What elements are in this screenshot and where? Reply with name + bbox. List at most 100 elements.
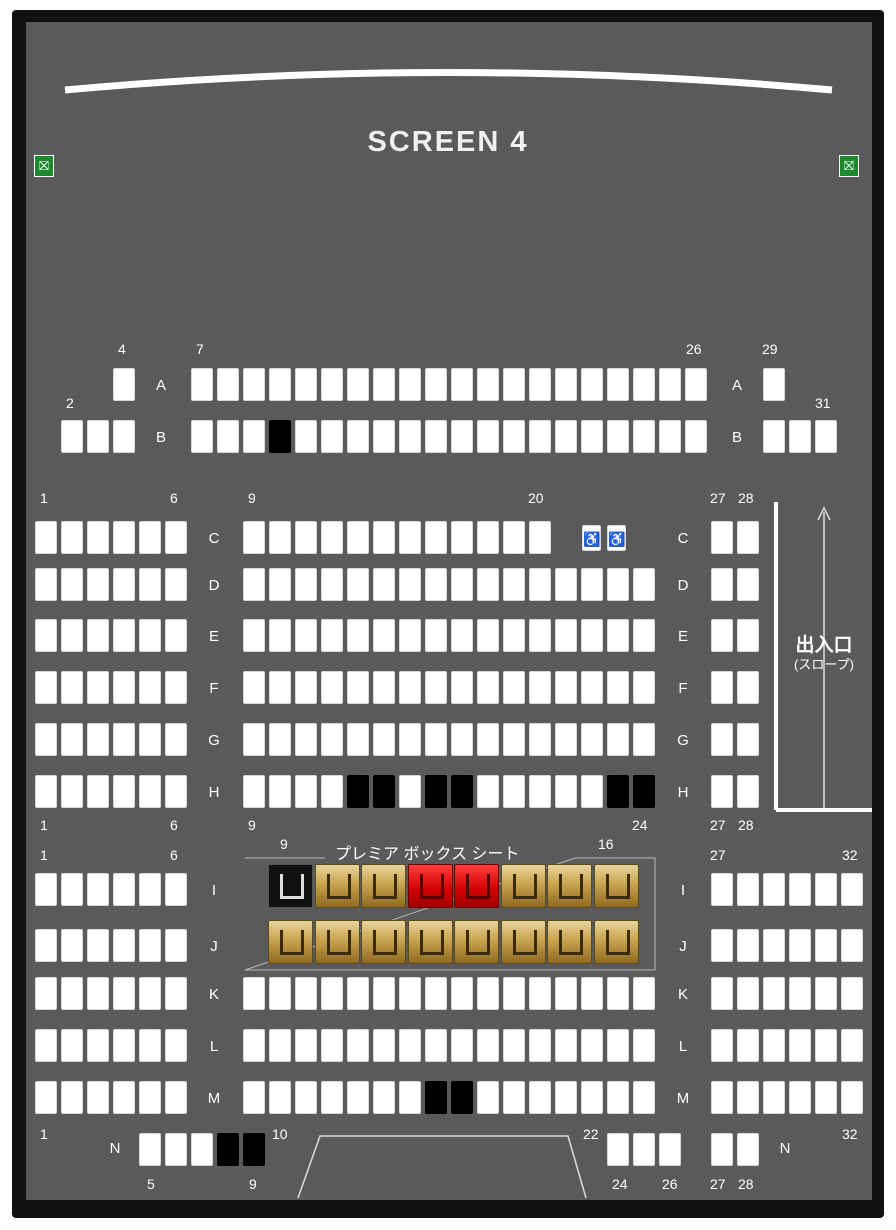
premium-seat-I-8[interactable] <box>593 864 639 908</box>
seat-L-center-12[interactable] <box>529 1029 551 1062</box>
seat-J-left-6[interactable] <box>165 929 187 962</box>
seat-N-left-1[interactable] <box>139 1133 161 1166</box>
seat-J-left-1[interactable] <box>35 929 57 962</box>
seat-E-left-3[interactable] <box>87 619 109 652</box>
seat-M-left-6[interactable] <box>165 1081 187 1114</box>
seat-D-center-5[interactable] <box>347 568 369 601</box>
seat-D-left-3[interactable] <box>87 568 109 601</box>
seat-F-left-4[interactable] <box>113 671 135 704</box>
seat-B-center-1[interactable] <box>191 420 213 453</box>
seat-E-center-5[interactable] <box>347 619 369 652</box>
seat-M-center-3[interactable] <box>295 1081 317 1114</box>
seat-I-right-6[interactable] <box>841 873 863 906</box>
seat-K-center-11[interactable] <box>503 977 525 1010</box>
premium-seat-I-7[interactable] <box>547 864 592 908</box>
wheelchair-icon[interactable]: ♿ <box>582 525 601 551</box>
seat-K-left-4[interactable] <box>113 977 135 1010</box>
seat-A-center-1[interactable] <box>191 368 213 401</box>
premium-seat-J-1[interactable] <box>268 920 313 964</box>
premium-seat-J-3[interactable] <box>361 920 406 964</box>
seat-C-left-1[interactable] <box>35 521 57 554</box>
seat-F-center-8[interactable] <box>425 671 447 704</box>
seat-J-left-3[interactable] <box>87 929 109 962</box>
seat-I-left-2[interactable] <box>61 873 83 906</box>
seat-B-center-3[interactable] <box>243 420 265 453</box>
seat-A-center-15[interactable] <box>555 368 577 401</box>
seat-A-center-6[interactable] <box>321 368 343 401</box>
seat-H-center-11[interactable] <box>503 775 525 808</box>
seat-M-center-4[interactable] <box>321 1081 343 1114</box>
premium-seat-I-6[interactable] <box>500 864 546 908</box>
seat-K-center-12[interactable] <box>529 977 551 1010</box>
seat-M-left-2[interactable] <box>61 1081 83 1114</box>
seat-B-center-7[interactable] <box>347 420 369 453</box>
seat-F-center-16[interactable] <box>633 671 655 704</box>
seat-M-center-16[interactable] <box>633 1081 655 1114</box>
seat-D-center-7[interactable] <box>399 568 421 601</box>
seat-M-right-4[interactable] <box>789 1081 811 1114</box>
seat-J-right-1[interactable] <box>711 929 733 962</box>
seat-K-center-5[interactable] <box>347 977 369 1010</box>
seat-M-center-2[interactable] <box>269 1081 291 1114</box>
seat-K-left-3[interactable] <box>87 977 109 1010</box>
seat-A-right-1[interactable] <box>763 368 785 401</box>
seat-C-center-5[interactable] <box>347 521 369 554</box>
premium-seat-J-4[interactable] <box>407 920 453 964</box>
seat-F-center-12[interactable] <box>529 671 551 704</box>
seat-K-center-1[interactable] <box>243 977 265 1010</box>
seat-B-center-15[interactable] <box>555 420 577 453</box>
seat-F-left-5[interactable] <box>139 671 161 704</box>
seat-B-center-17[interactable] <box>607 420 629 453</box>
premium-seat-I-3[interactable] <box>361 864 406 908</box>
seat-H-left-5[interactable] <box>139 775 161 808</box>
seat-C-center-10[interactable] <box>477 521 499 554</box>
seat-K-center-8[interactable] <box>425 977 447 1010</box>
seat-J-right-6[interactable] <box>841 929 863 962</box>
seat-F-center-14[interactable] <box>581 671 603 704</box>
seat-B-center-13[interactable] <box>503 420 525 453</box>
seat-A-center-7[interactable] <box>347 368 369 401</box>
seat-K-right-6[interactable] <box>841 977 863 1010</box>
seat-I-left-5[interactable] <box>139 873 161 906</box>
seat-H-right-2[interactable] <box>737 775 759 808</box>
seat-L-center-15[interactable] <box>607 1029 629 1062</box>
seat-E-center-16[interactable] <box>633 619 655 652</box>
seat-K-right-2[interactable] <box>737 977 759 1010</box>
seat-E-left-4[interactable] <box>113 619 135 652</box>
seat-F-left-3[interactable] <box>87 671 109 704</box>
seat-M-center-13[interactable] <box>555 1081 577 1114</box>
seat-K-center-7[interactable] <box>399 977 421 1010</box>
seat-G-center-1[interactable] <box>243 723 265 756</box>
seat-D-center-4[interactable] <box>321 568 343 601</box>
seat-L-right-4[interactable] <box>789 1029 811 1062</box>
seat-N-center-1[interactable] <box>607 1133 629 1166</box>
seat-L-center-5[interactable] <box>347 1029 369 1062</box>
seat-B-center-2[interactable] <box>217 420 239 453</box>
seat-L-center-10[interactable] <box>477 1029 499 1062</box>
seat-L-center-3[interactable] <box>295 1029 317 1062</box>
seat-K-center-16[interactable] <box>633 977 655 1010</box>
seat-D-left-6[interactable] <box>165 568 187 601</box>
seat-B-left-2[interactable] <box>87 420 109 453</box>
seat-C-left-5[interactable] <box>139 521 161 554</box>
seat-I-left-6[interactable] <box>165 873 187 906</box>
seat-L-right-1[interactable] <box>711 1029 733 1062</box>
seat-K-right-5[interactable] <box>815 977 837 1010</box>
seat-M-center-7[interactable] <box>399 1081 421 1114</box>
seat-J-right-2[interactable] <box>737 929 759 962</box>
seat-G-center-3[interactable] <box>295 723 317 756</box>
seat-M-center-14[interactable] <box>581 1081 603 1114</box>
seat-L-center-13[interactable] <box>555 1029 577 1062</box>
seat-E-center-14[interactable] <box>581 619 603 652</box>
seat-E-center-10[interactable] <box>477 619 499 652</box>
seat-K-center-13[interactable] <box>555 977 577 1010</box>
seat-L-left-4[interactable] <box>113 1029 135 1062</box>
seat-I-left-3[interactable] <box>87 873 109 906</box>
seat-E-center-1[interactable] <box>243 619 265 652</box>
seat-D-center-12[interactable] <box>529 568 551 601</box>
seat-C-center-11[interactable] <box>503 521 525 554</box>
seat-B-center-14[interactable] <box>529 420 551 453</box>
seat-F-center-5[interactable] <box>347 671 369 704</box>
seat-D-right-2[interactable] <box>737 568 759 601</box>
seat-H-left-6[interactable] <box>165 775 187 808</box>
